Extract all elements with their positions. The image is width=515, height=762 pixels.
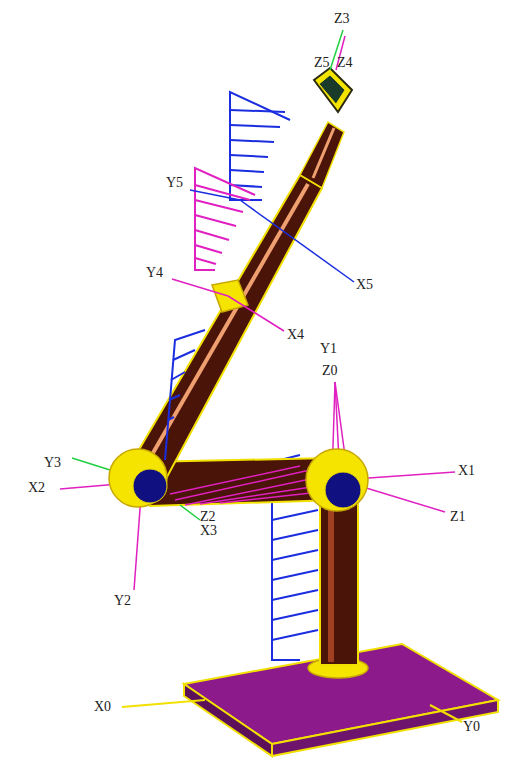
axis-label: X0 (94, 700, 111, 714)
axis-label: X5 (356, 278, 373, 292)
axis-label: Z1 (450, 510, 466, 524)
axis-label: Y2 (114, 594, 131, 608)
axis-label: X1 (458, 464, 475, 478)
axis-label: Z0 (322, 364, 338, 378)
axis-label: Z5 (314, 56, 330, 70)
axis-label: X4 (287, 328, 304, 342)
axis-label: Y1 (320, 342, 337, 356)
axis-label: Y5 (166, 176, 183, 190)
axis-label: Y3 (44, 456, 61, 470)
axis-label: Z2 (200, 510, 216, 524)
axis-label: X3 (200, 524, 217, 538)
axis-label: Z3 (334, 12, 350, 26)
axis-label: Z4 (337, 56, 353, 70)
axis-label: Y0 (463, 720, 480, 734)
axis-label: X2 (28, 481, 45, 495)
axis-label: Y4 (146, 266, 163, 280)
